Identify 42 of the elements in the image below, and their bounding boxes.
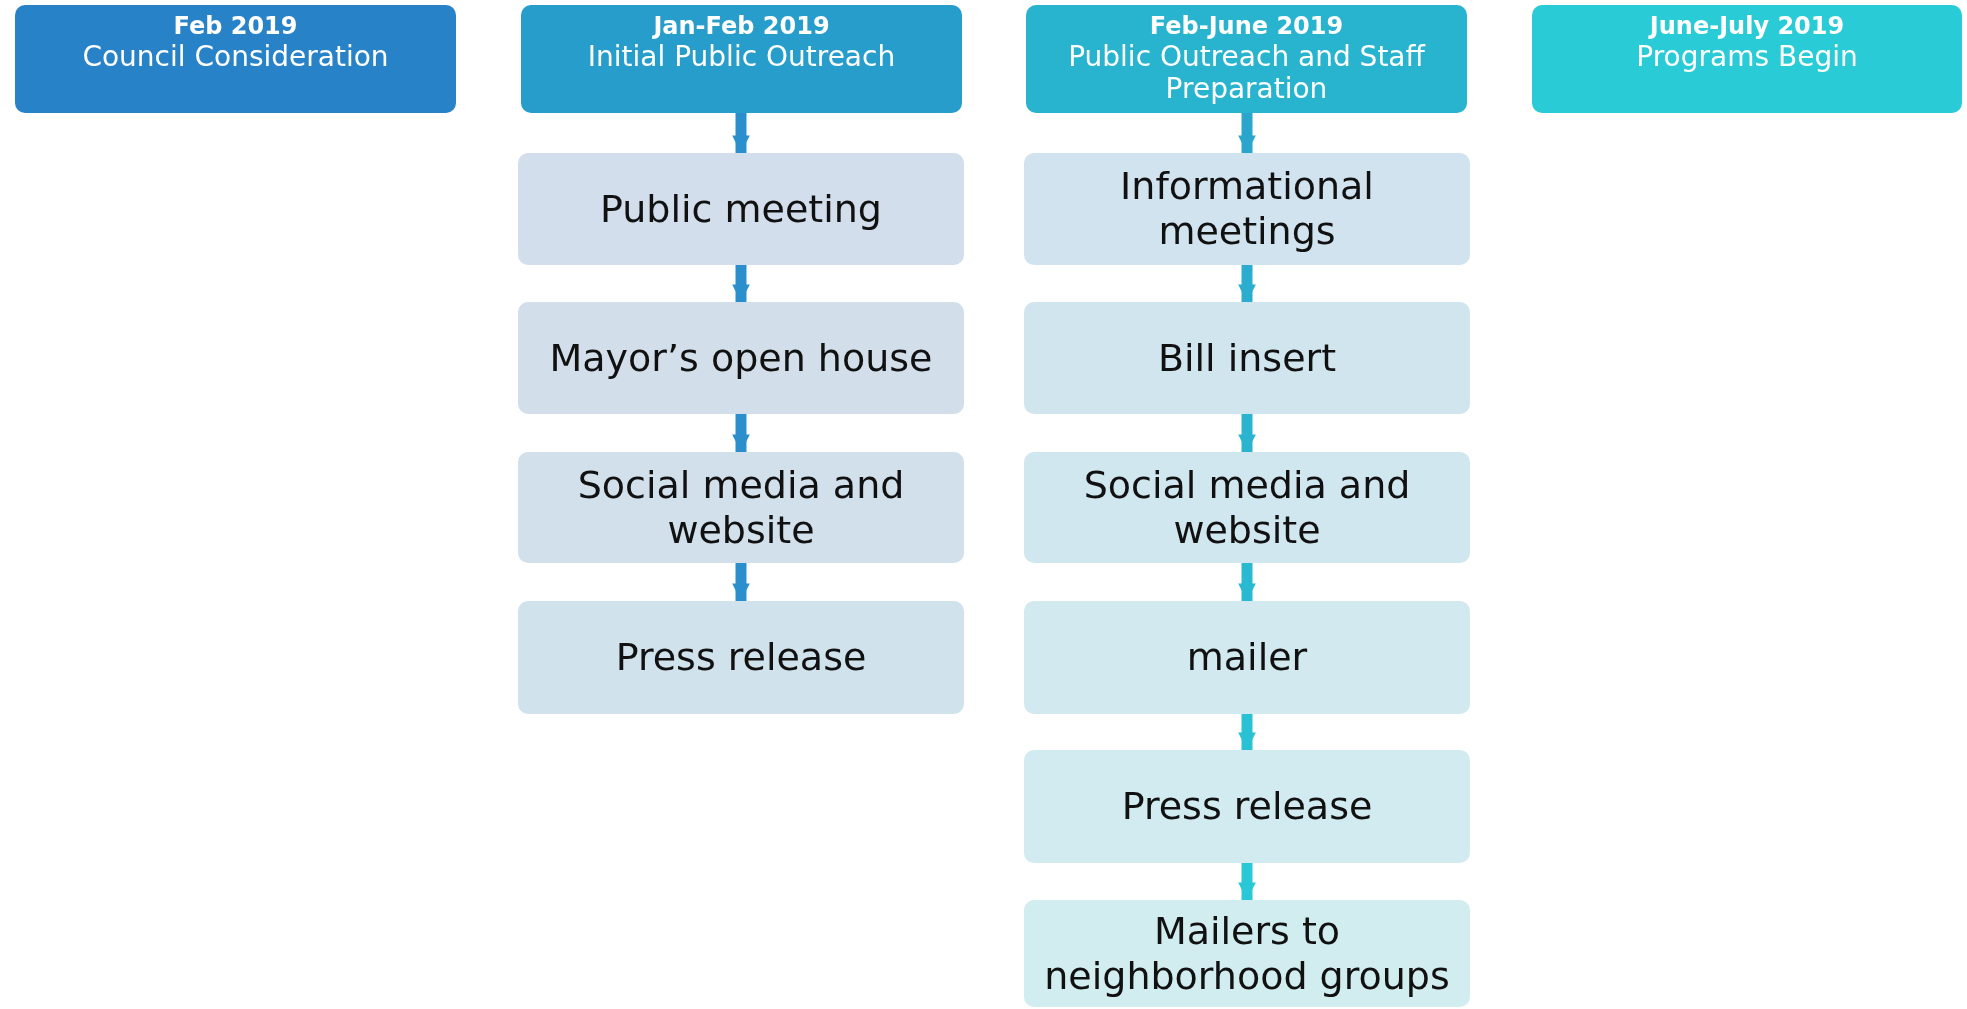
step-box xyxy=(518,302,964,414)
arrow xyxy=(1238,113,1256,153)
step-label: Mayor’s open house xyxy=(549,335,933,381)
phase-date: Jan-Feb 2019 xyxy=(653,11,830,41)
step-box xyxy=(1024,900,1470,1007)
arrow xyxy=(1238,265,1256,302)
phase-title: Programs Begin xyxy=(1635,41,1859,73)
arrow xyxy=(732,113,750,153)
arrow xyxy=(1238,714,1256,750)
step-box xyxy=(518,601,964,714)
step-box xyxy=(518,452,964,563)
step-label: mailer xyxy=(1186,635,1308,680)
arrow xyxy=(732,563,750,601)
phase-title: Public Outreach and Staff Preparation xyxy=(1067,41,1427,105)
step-label: Social media and website xyxy=(576,462,906,553)
phase-date: June-July 2019 xyxy=(1649,11,1845,41)
step-box xyxy=(518,153,964,265)
step-box xyxy=(1024,452,1470,563)
step-box xyxy=(1024,302,1470,414)
phase-header-box xyxy=(15,5,456,113)
phase-title: Council Consideration xyxy=(81,41,390,73)
phase-date: Feb 2019 xyxy=(173,11,298,41)
phase-header-box xyxy=(521,5,962,113)
arrow xyxy=(1238,563,1256,601)
step-label: Press release xyxy=(1121,784,1373,829)
phase-date: Feb-June 2019 xyxy=(1149,11,1344,41)
step-label: Public meeting xyxy=(600,186,882,232)
step-box xyxy=(1024,153,1470,265)
step-box xyxy=(1024,601,1470,714)
phase-header-box xyxy=(1026,5,1467,113)
arrow xyxy=(1238,863,1256,900)
arrow xyxy=(732,265,750,302)
phase-header-box xyxy=(1532,5,1962,113)
step-label: Social media and website xyxy=(1082,462,1412,553)
step-label: Informational meetings xyxy=(1119,164,1375,254)
step-label: Mailers to neighborhood groups xyxy=(1043,908,1451,999)
step-label: Press release xyxy=(615,635,867,680)
arrow xyxy=(732,414,750,452)
phase-title: Initial Public Outreach xyxy=(586,41,897,73)
step-box xyxy=(1024,750,1470,863)
step-label: Bill insert xyxy=(1157,335,1337,381)
arrow xyxy=(1238,414,1256,452)
